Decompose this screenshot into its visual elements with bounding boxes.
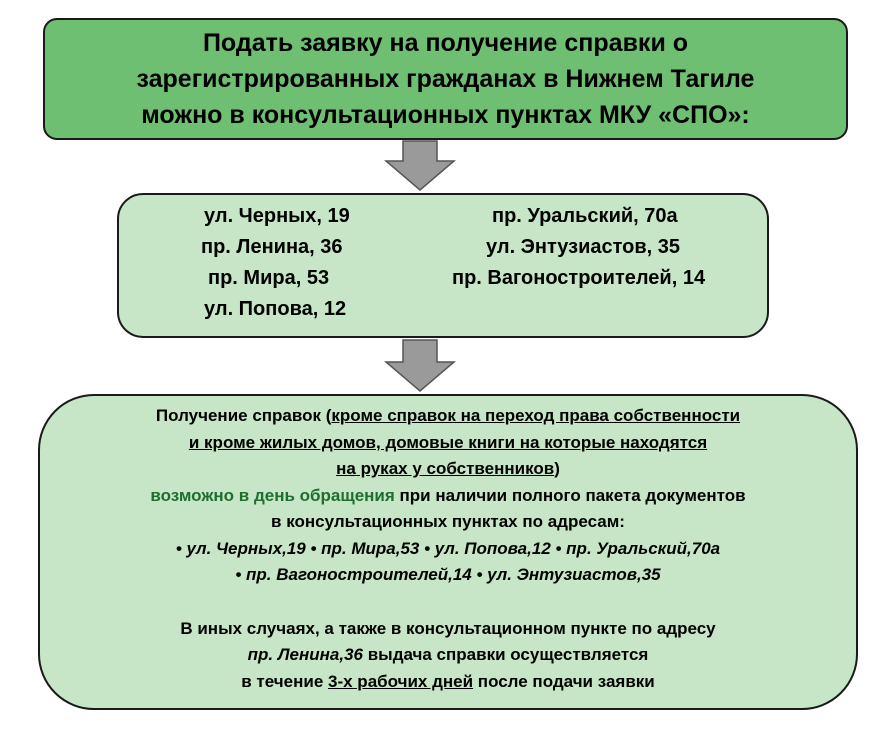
arrow-down-icon: [384, 140, 456, 191]
info-line-4: возможно в день обращения при наличии по…: [150, 485, 746, 505]
info-line-9: пр. Ленина,36 выдача справки осуществляе…: [247, 645, 649, 664]
info-line-5: в консультационных пунктах по адресам:: [271, 512, 625, 531]
info-address-list-1: • ул. Черных,19 • пр. Мира,53 • ул. Попо…: [175, 538, 721, 558]
address-right-2: ул. Энтузиастов, 35: [486, 236, 681, 258]
info-line-1: Получение справок (кроме справок на пере…: [155, 406, 741, 425]
header-line-3: можно в консультационных пунктах МКУ «СП…: [141, 101, 750, 129]
address-left-1: ул. Черных, 19: [204, 205, 350, 227]
address-right-1: пр. Уральский, 70а: [492, 205, 678, 227]
header-line-2: зарегистрированных гражданах в Нижнем Та…: [136, 65, 755, 93]
arrow-down-icon: [384, 339, 456, 392]
address-left-3: пр. Мира, 53: [208, 267, 330, 289]
info-line-10: в течение 3-х рабочих дней после подачи …: [241, 671, 655, 691]
header-line-1: Подать заявку на получение справки о: [202, 29, 689, 57]
info-line-2: и кроме жилых домов, домовые книги на ко…: [188, 432, 708, 452]
info-address-list-2: • пр. Вагоностроителей,14 • ул. Энтузиас…: [235, 565, 661, 584]
address-left-4: ул. Попова, 12: [204, 298, 347, 320]
address-left-2: пр. Ленина, 36: [201, 236, 343, 258]
header-box: Подать заявку на получение справки о зар…: [43, 18, 848, 140]
address-right-3: пр. Вагоностроителей, 14: [452, 267, 706, 289]
same-day-highlight: возможно в день обращения: [150, 485, 395, 505]
info-line-8: В иных случаях, а также в консультационн…: [180, 618, 716, 638]
info-box: Получение справок (кроме справок на пере…: [38, 394, 858, 710]
info-line-3: на руках у собственников): [336, 459, 560, 478]
addresses-box: ул. Черных, 19 пр. Ленина, 36 пр. Мира, …: [117, 193, 769, 338]
